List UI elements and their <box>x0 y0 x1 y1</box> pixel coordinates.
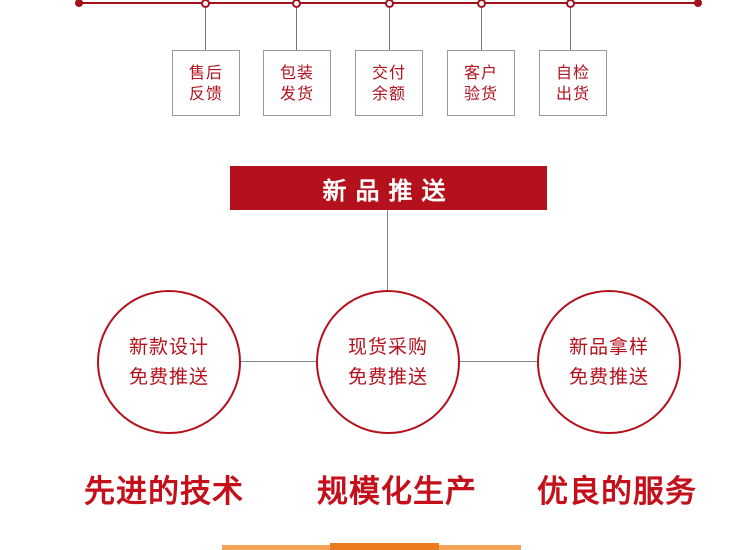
timeline-connector <box>481 8 482 50</box>
circle-sample-request: 新品拿样 免费推送 <box>537 290 681 434</box>
timeline-start-dot <box>75 0 83 7</box>
step-label-line1: 包装 <box>279 63 314 82</box>
step-label-line2: 验货 <box>463 84 498 103</box>
step-self-check-ship: 自检 出货 <box>539 50 607 116</box>
circle-label-line1: 现货采购 <box>347 336 428 358</box>
circle-new-design: 新款设计 免费推送 <box>97 290 241 434</box>
timeline-node <box>566 0 575 8</box>
circle-label-line1: 新款设计 <box>128 336 209 358</box>
timeline-connector <box>570 8 571 50</box>
step-label-line2: 出货 <box>555 84 590 103</box>
section-banner: 新品推送 <box>230 166 547 210</box>
slogan-quality-service: 优良的服务 <box>537 474 697 510</box>
banner-title: 新品推送 <box>322 176 455 205</box>
timeline-node <box>201 0 210 8</box>
slogan-scale-production: 规模化生产 <box>317 474 477 510</box>
step-label-line1: 交付 <box>371 63 406 82</box>
circle-label-line1: 新品拿样 <box>568 336 649 358</box>
timeline-connector <box>389 8 390 50</box>
step-label-line2: 发货 <box>279 84 314 103</box>
timeline-end-dot <box>694 0 702 7</box>
step-label-line1: 客户 <box>463 63 498 82</box>
step-label-line1: 自检 <box>555 63 590 82</box>
step-customer-inspection: 客户 验货 <box>447 50 515 116</box>
circle-label-line2: 免费推送 <box>568 366 649 388</box>
bottom-divider-highlight <box>330 543 439 550</box>
step-label-line2: 余额 <box>371 84 406 103</box>
circle-label-line2: 免费推送 <box>128 366 209 388</box>
timeline-node <box>385 0 394 8</box>
timeline-node <box>477 0 486 8</box>
step-after-sales-feedback: 售后 反馈 <box>172 50 240 116</box>
timeline-connector <box>205 8 206 50</box>
circle-label-line2: 免费推送 <box>347 366 428 388</box>
step-packing-shipping: 包装 发货 <box>263 50 331 116</box>
slogan-advanced-technology: 先进的技术 <box>84 474 244 510</box>
banner-connector <box>387 210 388 293</box>
circle-connector <box>458 361 540 362</box>
timeline-connector <box>296 8 297 50</box>
step-pay-balance: 交付 余额 <box>355 50 423 116</box>
step-label-line1: 售后 <box>188 63 223 82</box>
circle-stock-purchase: 现货采购 免费推送 <box>316 290 460 434</box>
step-label-line2: 反馈 <box>188 84 223 103</box>
timeline-node <box>292 0 301 8</box>
circle-connector <box>240 361 320 362</box>
